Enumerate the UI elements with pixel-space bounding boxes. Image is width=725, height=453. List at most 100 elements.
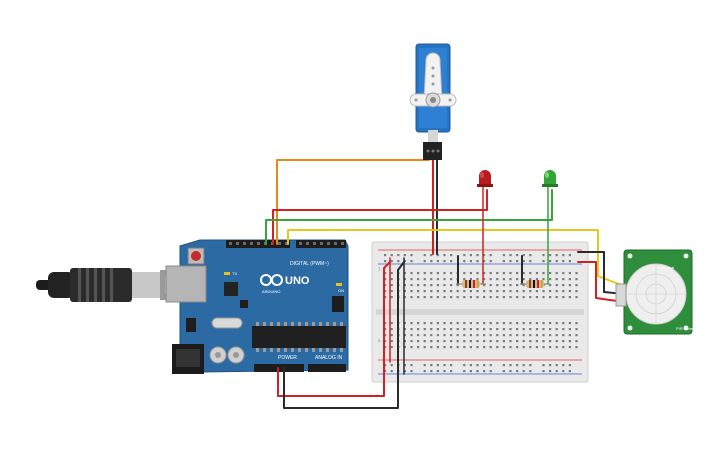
- breadboard-hole[interactable]: [410, 296, 413, 299]
- breadboard-hole[interactable]: [423, 272, 426, 275]
- breadboard-hole[interactable]: [403, 328, 406, 331]
- breadboard-hole[interactable]: [575, 328, 578, 331]
- resistor-1[interactable]: [456, 280, 486, 288]
- breadboard-hole[interactable]: [384, 340, 387, 343]
- breadboard-hole[interactable]: [555, 296, 558, 299]
- breadboard-hole[interactable]: [417, 322, 420, 325]
- breadboard-hole[interactable]: [476, 254, 479, 257]
- breadboard-hole[interactable]: [403, 260, 406, 263]
- breadboard-hole[interactable]: [535, 272, 538, 275]
- breadboard-hole[interactable]: [443, 328, 446, 331]
- breadboard-hole[interactable]: [522, 278, 525, 281]
- breadboard-hole[interactable]: [436, 334, 439, 337]
- breadboard-hole[interactable]: [456, 284, 459, 287]
- breadboard-hole[interactable]: [575, 296, 578, 299]
- breadboard-hole[interactable]: [450, 296, 453, 299]
- breadboard-hole[interactable]: [403, 322, 406, 325]
- breadboard-hole[interactable]: [430, 272, 433, 275]
- breadboard-hole[interactable]: [456, 334, 459, 337]
- breadboard-hole[interactable]: [436, 370, 439, 373]
- breadboard-hole[interactable]: [535, 278, 538, 281]
- breadboard-hole[interactable]: [476, 260, 479, 263]
- breadboard-hole[interactable]: [423, 370, 426, 373]
- breadboard-hole[interactable]: [549, 272, 552, 275]
- breadboard-hole[interactable]: [384, 290, 387, 293]
- breadboard-hole[interactable]: [456, 290, 459, 293]
- breadboard-hole[interactable]: [450, 272, 453, 275]
- breadboard-hole[interactable]: [549, 370, 552, 373]
- breadboard-hole[interactable]: [542, 322, 545, 325]
- breadboard-hole[interactable]: [384, 334, 387, 337]
- breadboard-hole[interactable]: [417, 284, 420, 287]
- breadboard-hole[interactable]: [575, 278, 578, 281]
- breadboard-hole[interactable]: [555, 290, 558, 293]
- breadboard-hole[interactable]: [489, 340, 492, 343]
- breadboard-hole[interactable]: [568, 284, 571, 287]
- breadboard-hole[interactable]: [568, 334, 571, 337]
- breadboard-hole[interactable]: [403, 370, 406, 373]
- breadboard-hole[interactable]: [516, 346, 519, 349]
- breadboard-hole[interactable]: [502, 328, 505, 331]
- breadboard-hole[interactable]: [443, 296, 446, 299]
- breadboard-hole[interactable]: [410, 278, 413, 281]
- breadboard-hole[interactable]: [417, 340, 420, 343]
- breadboard-hole[interactable]: [450, 284, 453, 287]
- breadboard-hole[interactable]: [469, 340, 472, 343]
- breadboard-hole[interactable]: [522, 272, 525, 275]
- breadboard-hole[interactable]: [410, 328, 413, 331]
- breadboard-hole[interactable]: [575, 340, 578, 343]
- breadboard-hole[interactable]: [483, 364, 486, 367]
- breadboard-hole[interactable]: [489, 322, 492, 325]
- breadboard-hole[interactable]: [562, 328, 565, 331]
- breadboard-hole[interactable]: [483, 328, 486, 331]
- breadboard-hole[interactable]: [489, 284, 492, 287]
- breadboard-hole[interactable]: [443, 254, 446, 257]
- breadboard-hole[interactable]: [483, 296, 486, 299]
- breadboard-hole[interactable]: [436, 284, 439, 287]
- breadboard-hole[interactable]: [522, 284, 525, 287]
- breadboard-hole[interactable]: [436, 364, 439, 367]
- resistor-2[interactable]: [520, 280, 550, 288]
- breadboard-hole[interactable]: [410, 254, 413, 257]
- breadboard-hole[interactable]: [436, 290, 439, 293]
- breadboard-hole[interactable]: [443, 278, 446, 281]
- breadboard-hole[interactable]: [417, 328, 420, 331]
- breadboard-hole[interactable]: [549, 364, 552, 367]
- breadboard-hole[interactable]: [502, 364, 505, 367]
- breadboard-hole[interactable]: [430, 260, 433, 263]
- breadboard-hole[interactable]: [443, 322, 446, 325]
- breadboard-hole[interactable]: [555, 334, 558, 337]
- breadboard-hole[interactable]: [403, 296, 406, 299]
- breadboard-hole[interactable]: [390, 328, 393, 331]
- breadboard-hole[interactable]: [562, 364, 565, 367]
- breadboard-hole[interactable]: [522, 290, 525, 293]
- breadboard-hole[interactable]: [509, 272, 512, 275]
- breadboard-hole[interactable]: [529, 346, 532, 349]
- breadboard-hole[interactable]: [450, 290, 453, 293]
- breadboard-hole[interactable]: [529, 340, 532, 343]
- breadboard-hole[interactable]: [469, 322, 472, 325]
- breadboard-hole[interactable]: [555, 328, 558, 331]
- breadboard-hole[interactable]: [430, 322, 433, 325]
- breadboard-hole[interactable]: [529, 334, 532, 337]
- breadboard-hole[interactable]: [443, 334, 446, 337]
- breadboard-hole[interactable]: [423, 278, 426, 281]
- breadboard-hole[interactable]: [469, 260, 472, 263]
- breadboard-hole[interactable]: [410, 334, 413, 337]
- breadboard-hole[interactable]: [436, 328, 439, 331]
- breadboard-hole[interactable]: [463, 328, 466, 331]
- breadboard-hole[interactable]: [502, 284, 505, 287]
- breadboard-hole[interactable]: [443, 260, 446, 263]
- breadboard-hole[interactable]: [549, 334, 552, 337]
- breadboard-hole[interactable]: [397, 260, 400, 263]
- breadboard-hole[interactable]: [509, 260, 512, 263]
- breadboard-hole[interactable]: [436, 340, 439, 343]
- pir-sensor[interactable]: ref ideal PIR Sensor HC-SR501: [615, 249, 697, 338]
- breadboard-hole[interactable]: [443, 364, 446, 367]
- breadboard-hole[interactable]: [483, 322, 486, 325]
- breadboard-hole[interactable]: [568, 260, 571, 263]
- breadboard-hole[interactable]: [483, 272, 486, 275]
- breadboard-hole[interactable]: [516, 328, 519, 331]
- breadboard-hole[interactable]: [502, 334, 505, 337]
- reset-button[interactable]: [191, 251, 201, 261]
